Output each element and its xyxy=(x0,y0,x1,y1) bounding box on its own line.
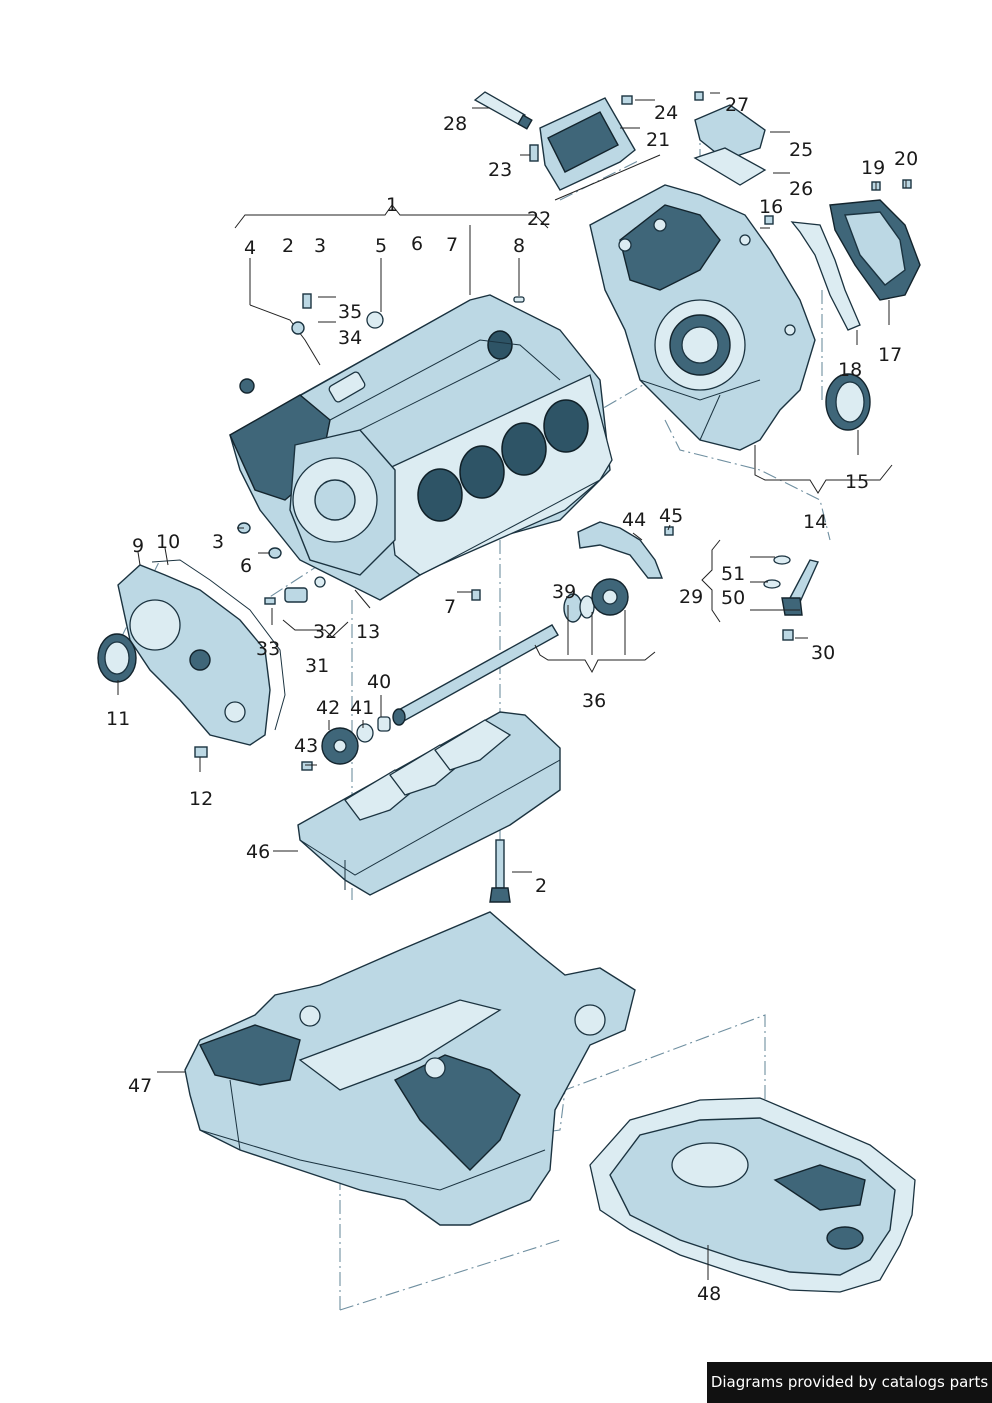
callout-label: 25 xyxy=(789,139,813,161)
diagram-credit: Diagrams provided by catalogs parts xyxy=(707,1362,992,1403)
callout-label: 8 xyxy=(513,235,525,257)
callout-label: 33 xyxy=(256,638,280,660)
crankshaft-seal-front xyxy=(97,633,137,683)
callout-label: 23 xyxy=(488,159,512,181)
top-cover xyxy=(539,97,661,201)
callout-label: 1 xyxy=(386,194,398,216)
callout-label: 26 xyxy=(789,178,813,200)
side-cover xyxy=(829,199,921,301)
callout-label: 20 xyxy=(894,148,918,170)
callout-label: 46 xyxy=(246,841,270,863)
engine-block xyxy=(229,294,613,601)
callout-label: 44 xyxy=(622,509,646,531)
callout-label: 48 xyxy=(697,1283,721,1305)
callout-label: 16 xyxy=(759,196,783,218)
callout-label: 11 xyxy=(106,708,130,730)
callout-label: 47 xyxy=(128,1075,152,1097)
front-timing-cover xyxy=(117,559,286,746)
callout-label: 19 xyxy=(861,157,885,179)
callout-label: 29 xyxy=(679,586,703,608)
callout-label: 4 xyxy=(244,237,256,259)
callout-label: 14 xyxy=(803,511,827,533)
oil-pan-upper xyxy=(184,911,636,1226)
callout-label: 5 xyxy=(375,235,387,257)
callout-label: 50 xyxy=(721,587,745,609)
callout-label: 2 xyxy=(282,235,294,257)
flange-cover xyxy=(693,104,767,186)
callout-label: 10 xyxy=(156,531,180,553)
callout-label: 43 xyxy=(294,735,318,757)
callout-label: 42 xyxy=(316,697,340,719)
sealant-tube xyxy=(473,91,533,130)
callout-label: 18 xyxy=(838,359,862,381)
callout-label: 32 xyxy=(313,621,337,643)
cover-gasket xyxy=(790,221,861,331)
idler-gear xyxy=(321,716,391,765)
callout-label: 7 xyxy=(444,596,456,618)
leader-lines xyxy=(117,92,907,1280)
callout-label: 27 xyxy=(725,94,749,116)
callout-label: 30 xyxy=(811,642,835,664)
callout-label: 15 xyxy=(845,471,869,493)
callout-label: 31 xyxy=(305,655,329,677)
oil-pan-lower xyxy=(589,1097,916,1293)
oil-level-sensor xyxy=(763,555,819,616)
callout-label: 2 xyxy=(535,875,547,897)
callout-label: 34 xyxy=(338,327,362,349)
callout-label: 40 xyxy=(367,671,391,693)
callout-label: 39 xyxy=(552,581,576,603)
crankshaft-seal-rear xyxy=(825,373,871,431)
callout-label: 24 xyxy=(654,102,678,124)
main-bearing-bolt xyxy=(489,839,511,903)
callout-label: 7 xyxy=(446,234,458,256)
callout-label: 6 xyxy=(240,555,252,577)
callout-label: 36 xyxy=(582,690,606,712)
callout-label: 41 xyxy=(350,697,374,719)
callout-label: 17 xyxy=(878,344,902,366)
callout-label: 21 xyxy=(646,129,670,151)
bearing-bridge xyxy=(297,711,561,896)
callout-label: 22 xyxy=(527,208,551,230)
timing-cover xyxy=(589,184,816,451)
callout-label: 35 xyxy=(338,301,362,323)
callout-label: 51 xyxy=(721,563,745,585)
callout-label: 9 xyxy=(132,535,144,557)
callout-label: 13 xyxy=(356,621,380,643)
callout-label: 6 xyxy=(411,233,423,255)
callout-label: 12 xyxy=(189,788,213,810)
callout-label: 45 xyxy=(659,505,683,527)
callout-label: 3 xyxy=(314,235,326,257)
chain-guide-bracket xyxy=(577,521,664,579)
callout-labels: 1 2 3 4 5 6 7 8 2 3 6 7 9 10 11 12 13 14… xyxy=(106,94,918,1305)
callout-label: 3 xyxy=(212,531,224,553)
callout-label: 28 xyxy=(443,113,467,135)
